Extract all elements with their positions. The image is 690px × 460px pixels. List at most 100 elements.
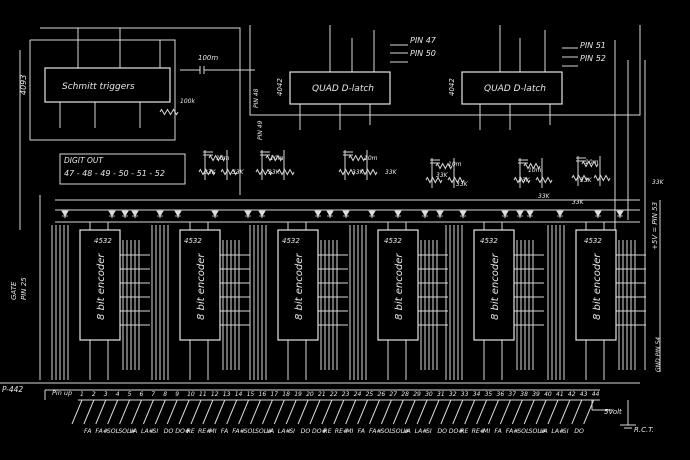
bus-note-label: MI [346, 428, 353, 435]
digit-out-pins: 47 - 48 - 49 - 50 - 51 - 52 [64, 169, 165, 178]
resistor [447, 176, 465, 184]
counter-2-part: 4532 [184, 237, 202, 245]
wire [392, 399, 404, 425]
wire [154, 399, 166, 425]
wire [416, 399, 428, 425]
bus-note-label: SOL [380, 428, 393, 435]
bus-note-label: LA# [415, 428, 428, 435]
bus-pin-number: 13 [223, 391, 231, 398]
latch-1-part: 4042 [276, 78, 284, 96]
wire [452, 399, 464, 425]
wire [142, 399, 154, 425]
bus-pin-number: 42 [568, 391, 576, 398]
bus-note-label: SI [289, 428, 295, 435]
wire [488, 399, 499, 425]
resistor [425, 176, 443, 184]
resistor-33k-label-2: 33K [232, 169, 245, 176]
counter-1-label: 8 bit encoder [96, 253, 107, 320]
wire [214, 399, 226, 425]
bus-pin-number: 43 [580, 391, 588, 398]
bus-pin-number: 36 [497, 391, 505, 398]
bus-pin-number: 4 [116, 391, 120, 398]
wire [95, 399, 107, 425]
resistor [360, 168, 378, 176]
bus-pin-number: 10 [187, 391, 195, 398]
bus-note-label: FA# [95, 428, 108, 435]
bus-note-label: RE# [198, 428, 211, 435]
wire [404, 399, 416, 425]
bus-note-label: SOL [517, 428, 530, 435]
bus-note-label: RE [187, 428, 195, 435]
bus-pin-number: 28 [401, 391, 409, 398]
bus-pin-number: 40 [544, 391, 552, 398]
counter-chip-5: 4532 8 bit encoder [473, 229, 515, 341]
bus-note-label: DO# [312, 428, 327, 435]
bus-pin-number: 1 [80, 391, 84, 398]
wiring [0, 25, 661, 429]
wire [71, 399, 83, 425]
resistor [513, 176, 531, 184]
bus-note-label: SOL# [118, 428, 135, 435]
resistor-10m-label-4: 10m [448, 161, 462, 168]
counter-6-label: 8 bit encoder [592, 253, 603, 320]
resistor [593, 174, 611, 182]
bus-pin-number: 12 [211, 391, 219, 398]
resistor [523, 162, 541, 170]
schmitt-label: Schmitt triggers [62, 82, 135, 92]
schmitt-trigger-chip [44, 67, 171, 103]
bus-pin-number: 24 [354, 391, 362, 398]
bus-note-label: RE# [472, 428, 485, 435]
bus-pin-number: 39 [532, 391, 540, 398]
resistor [220, 168, 238, 176]
bus-pin-number: 14 [235, 391, 243, 398]
wire [464, 399, 476, 425]
counter-4-label: 8 bit encoder [394, 253, 405, 320]
latch-2-label: QUAD D-latch [484, 84, 546, 94]
digit-out-box [59, 153, 186, 185]
gnd-label: GND PIN 54 [655, 337, 662, 372]
bus-note-label: SI [563, 428, 569, 435]
wire [238, 399, 250, 425]
bus-pin-number: 8 [163, 391, 167, 398]
bus-pin-number: 15 [247, 391, 255, 398]
wire [166, 399, 178, 425]
bus-note-label: RE# [335, 428, 348, 435]
schmitt-part: 4093 [19, 75, 28, 95]
bus-note-label: SOL# [255, 428, 272, 435]
bus-name: P-442 [2, 385, 23, 394]
wire [285, 399, 297, 425]
bus-pin-number: 38 [520, 391, 528, 398]
bus-note-label: LA [403, 428, 411, 435]
bus-pin-number: 5 [128, 391, 132, 398]
counter-5-part: 4532 [480, 237, 498, 245]
bus-header: Pin up [52, 389, 72, 397]
latch-2-pin-b: PIN 52 [580, 54, 606, 63]
pin-49-label: PIN 49 [257, 120, 264, 140]
bus-note-label: MI [209, 428, 216, 435]
resistor-33k-label-4: 33K [352, 169, 365, 176]
bus-note-label: LA# [141, 428, 154, 435]
bus-pin-number: 21 [318, 391, 326, 398]
bus-pin-number: 7 [151, 391, 155, 398]
bus-note-label: FA# [369, 428, 382, 435]
bus-pin-number: 37 [508, 391, 516, 398]
wire [380, 399, 392, 425]
wire [249, 25, 641, 116]
resistor-10m-label-3: 10m [364, 155, 378, 162]
bus-note-label: SOL [107, 428, 120, 435]
pin-25-label: PIN 25 [20, 277, 28, 300]
counter-3-label: 8 bit encoder [294, 253, 305, 320]
resistor [277, 168, 295, 176]
latch-1-pin-b: PIN 50 [410, 49, 436, 58]
wire [428, 399, 440, 425]
counter-chip-6: 4532 8 bit encoder [575, 229, 617, 341]
counter-1-part: 4532 [94, 237, 112, 245]
wire [499, 399, 511, 425]
bus-pin-number: 6 [140, 391, 144, 398]
bus-pin-number: 22 [330, 391, 338, 398]
bus-pin-number: 19 [294, 391, 302, 398]
bus-note-label: SI [426, 428, 432, 435]
wire [273, 399, 285, 425]
bus-note-label: RE [460, 428, 468, 435]
bus-note-label: SI [152, 428, 158, 435]
